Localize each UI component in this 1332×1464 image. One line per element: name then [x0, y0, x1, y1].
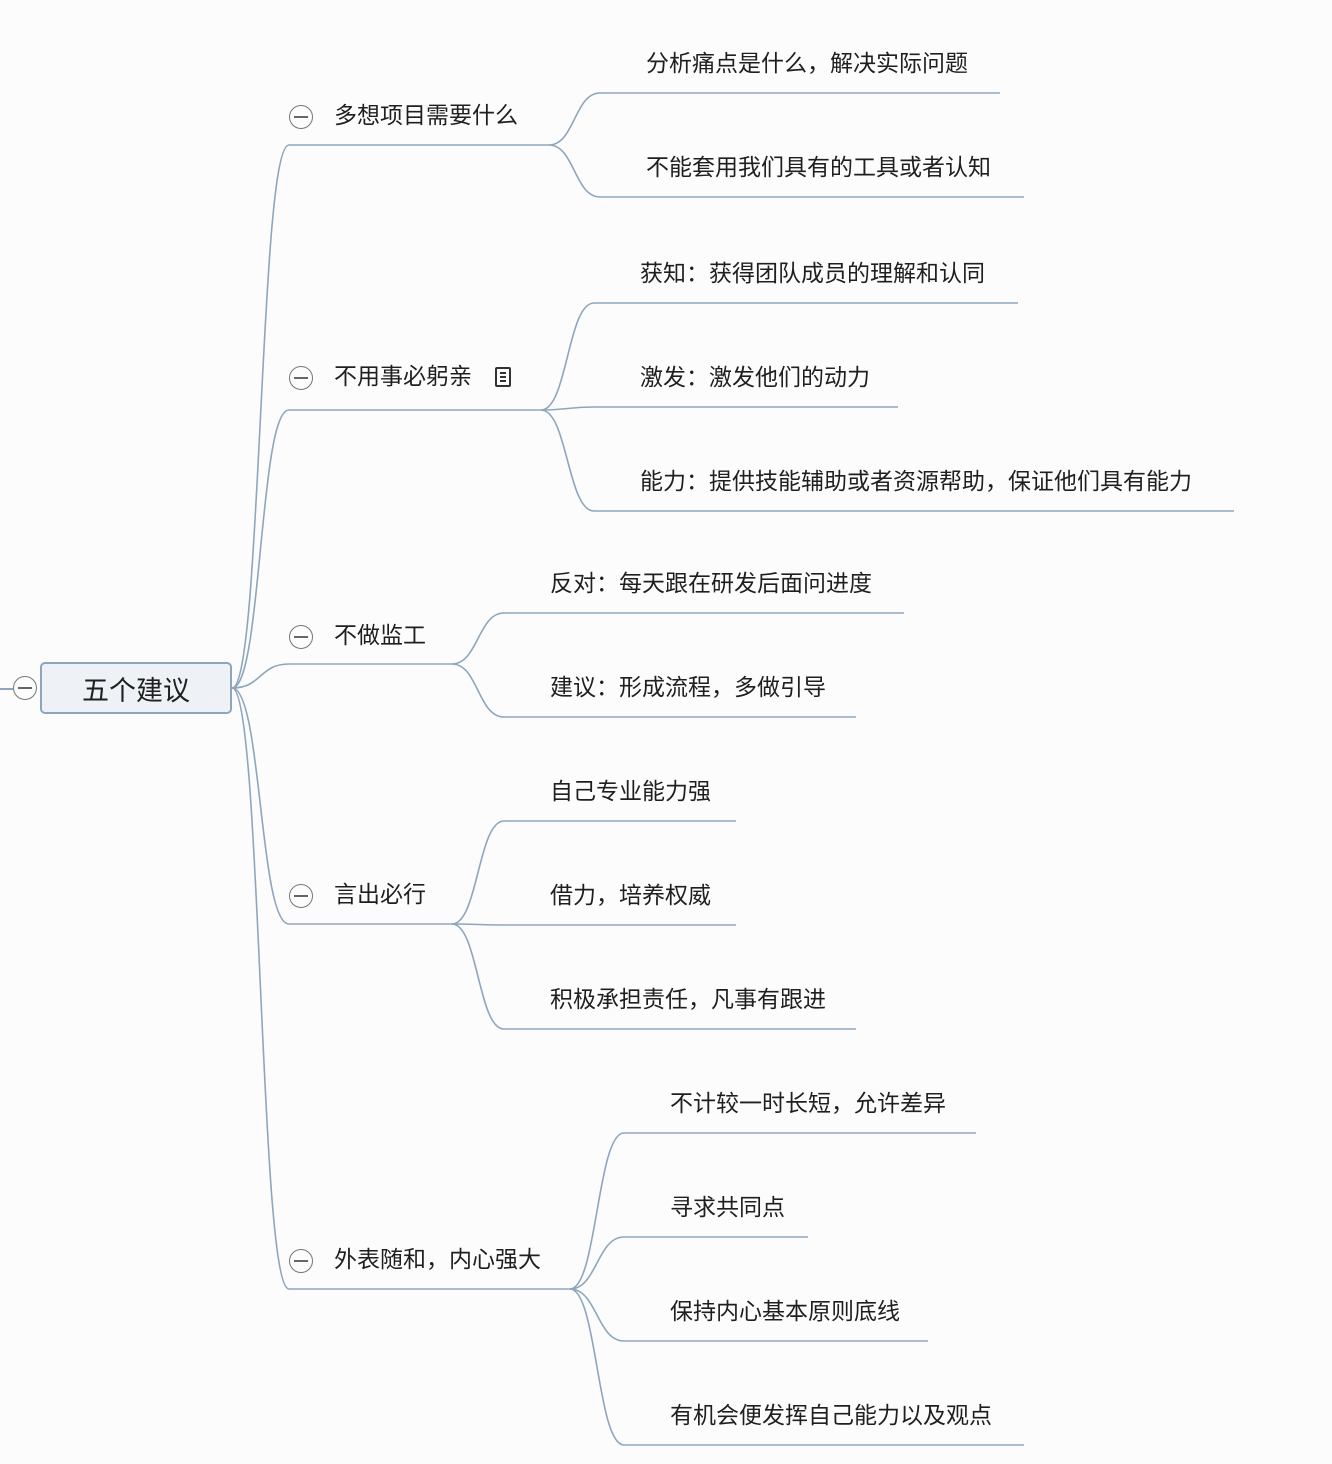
root-topic-label: 五个建议 [82, 675, 190, 707]
root-to-branch-connector [231, 144, 290, 689]
branch-topic-0[interactable]: 多想项目需要什么 [334, 103, 518, 129]
leaf-topic-3-0[interactable]: 自己专业能力强 [550, 779, 711, 805]
branch-to-leaf-connector [548, 144, 601, 198]
branch-to-leaf-connector [451, 663, 505, 718]
branch-to-leaf-connector [548, 92, 601, 146]
leaf-topic-0-0[interactable]: 分析痛点是什么，解决实际问题 [646, 51, 968, 77]
branch-collapse-icon[interactable] [289, 1249, 313, 1273]
leaf-topic-0-1[interactable]: 不能套用我们具有的工具或者认知 [646, 155, 991, 181]
branch-to-leaf-connector [569, 1236, 625, 1290]
root-incoming-line [0, 688, 13, 690]
root-to-branch-connector [231, 687, 290, 925]
branch-to-leaf-connector [540, 406, 595, 411]
note-icon[interactable] [495, 367, 511, 387]
leaf-topic-1-2[interactable]: 能力：提供技能辅助或者资源帮助，保证他们具有能力 [640, 469, 1192, 495]
branch-to-leaf-connector [569, 1288, 625, 1446]
root-to-branch-connector [231, 409, 290, 689]
branch-to-leaf-connector [540, 302, 595, 411]
root-collapse-icon[interactable] [13, 676, 37, 700]
branch-topic-3[interactable]: 言出必行 [334, 882, 426, 908]
root-to-branch-connector [231, 663, 290, 689]
root-topic[interactable]: 五个建议 [40, 662, 232, 714]
branch-to-leaf-connector [540, 409, 595, 512]
branch-to-leaf-connector [569, 1288, 625, 1342]
leaf-topic-2-1[interactable]: 建议：形成流程，多做引导 [550, 675, 826, 701]
branch-topic-2[interactable]: 不做监工 [334, 623, 426, 649]
leaf-topic-4-2[interactable]: 保持内心基本原则底线 [670, 1299, 900, 1325]
leaf-topic-4-3[interactable]: 有机会便发挥自己能力以及观点 [670, 1403, 992, 1429]
branch-to-leaf-connector [451, 923, 505, 926]
branch-to-leaf-connector [569, 1132, 625, 1290]
leaf-topic-4-1[interactable]: 寻求共同点 [670, 1195, 785, 1221]
branch-collapse-icon[interactable] [289, 625, 313, 649]
branch-collapse-icon[interactable] [289, 366, 313, 390]
branch-topic-1[interactable]: 不用事必躬亲 [334, 364, 472, 390]
leaf-topic-1-1[interactable]: 激发：激发他们的动力 [640, 365, 870, 391]
leaf-topic-3-2[interactable]: 积极承担责任，凡事有跟进 [550, 987, 826, 1013]
leaf-topic-3-1[interactable]: 借力，培养权威 [550, 883, 711, 909]
leaf-topic-4-0[interactable]: 不计较一时长短，允许差异 [670, 1091, 946, 1117]
leaf-topic-2-0[interactable]: 反对：每天跟在研发后面问进度 [550, 571, 872, 597]
branch-collapse-icon[interactable] [289, 105, 313, 129]
branch-to-leaf-connector [451, 820, 505, 925]
branch-topic-4[interactable]: 外表随和，内心强大 [334, 1247, 541, 1273]
root-to-branch-connector [231, 687, 290, 1290]
branch-to-leaf-connector [451, 923, 505, 1030]
leaf-topic-1-0[interactable]: 获知：获得团队成员的理解和认同 [640, 261, 985, 287]
branch-collapse-icon[interactable] [289, 884, 313, 908]
branch-to-leaf-connector [451, 612, 505, 665]
